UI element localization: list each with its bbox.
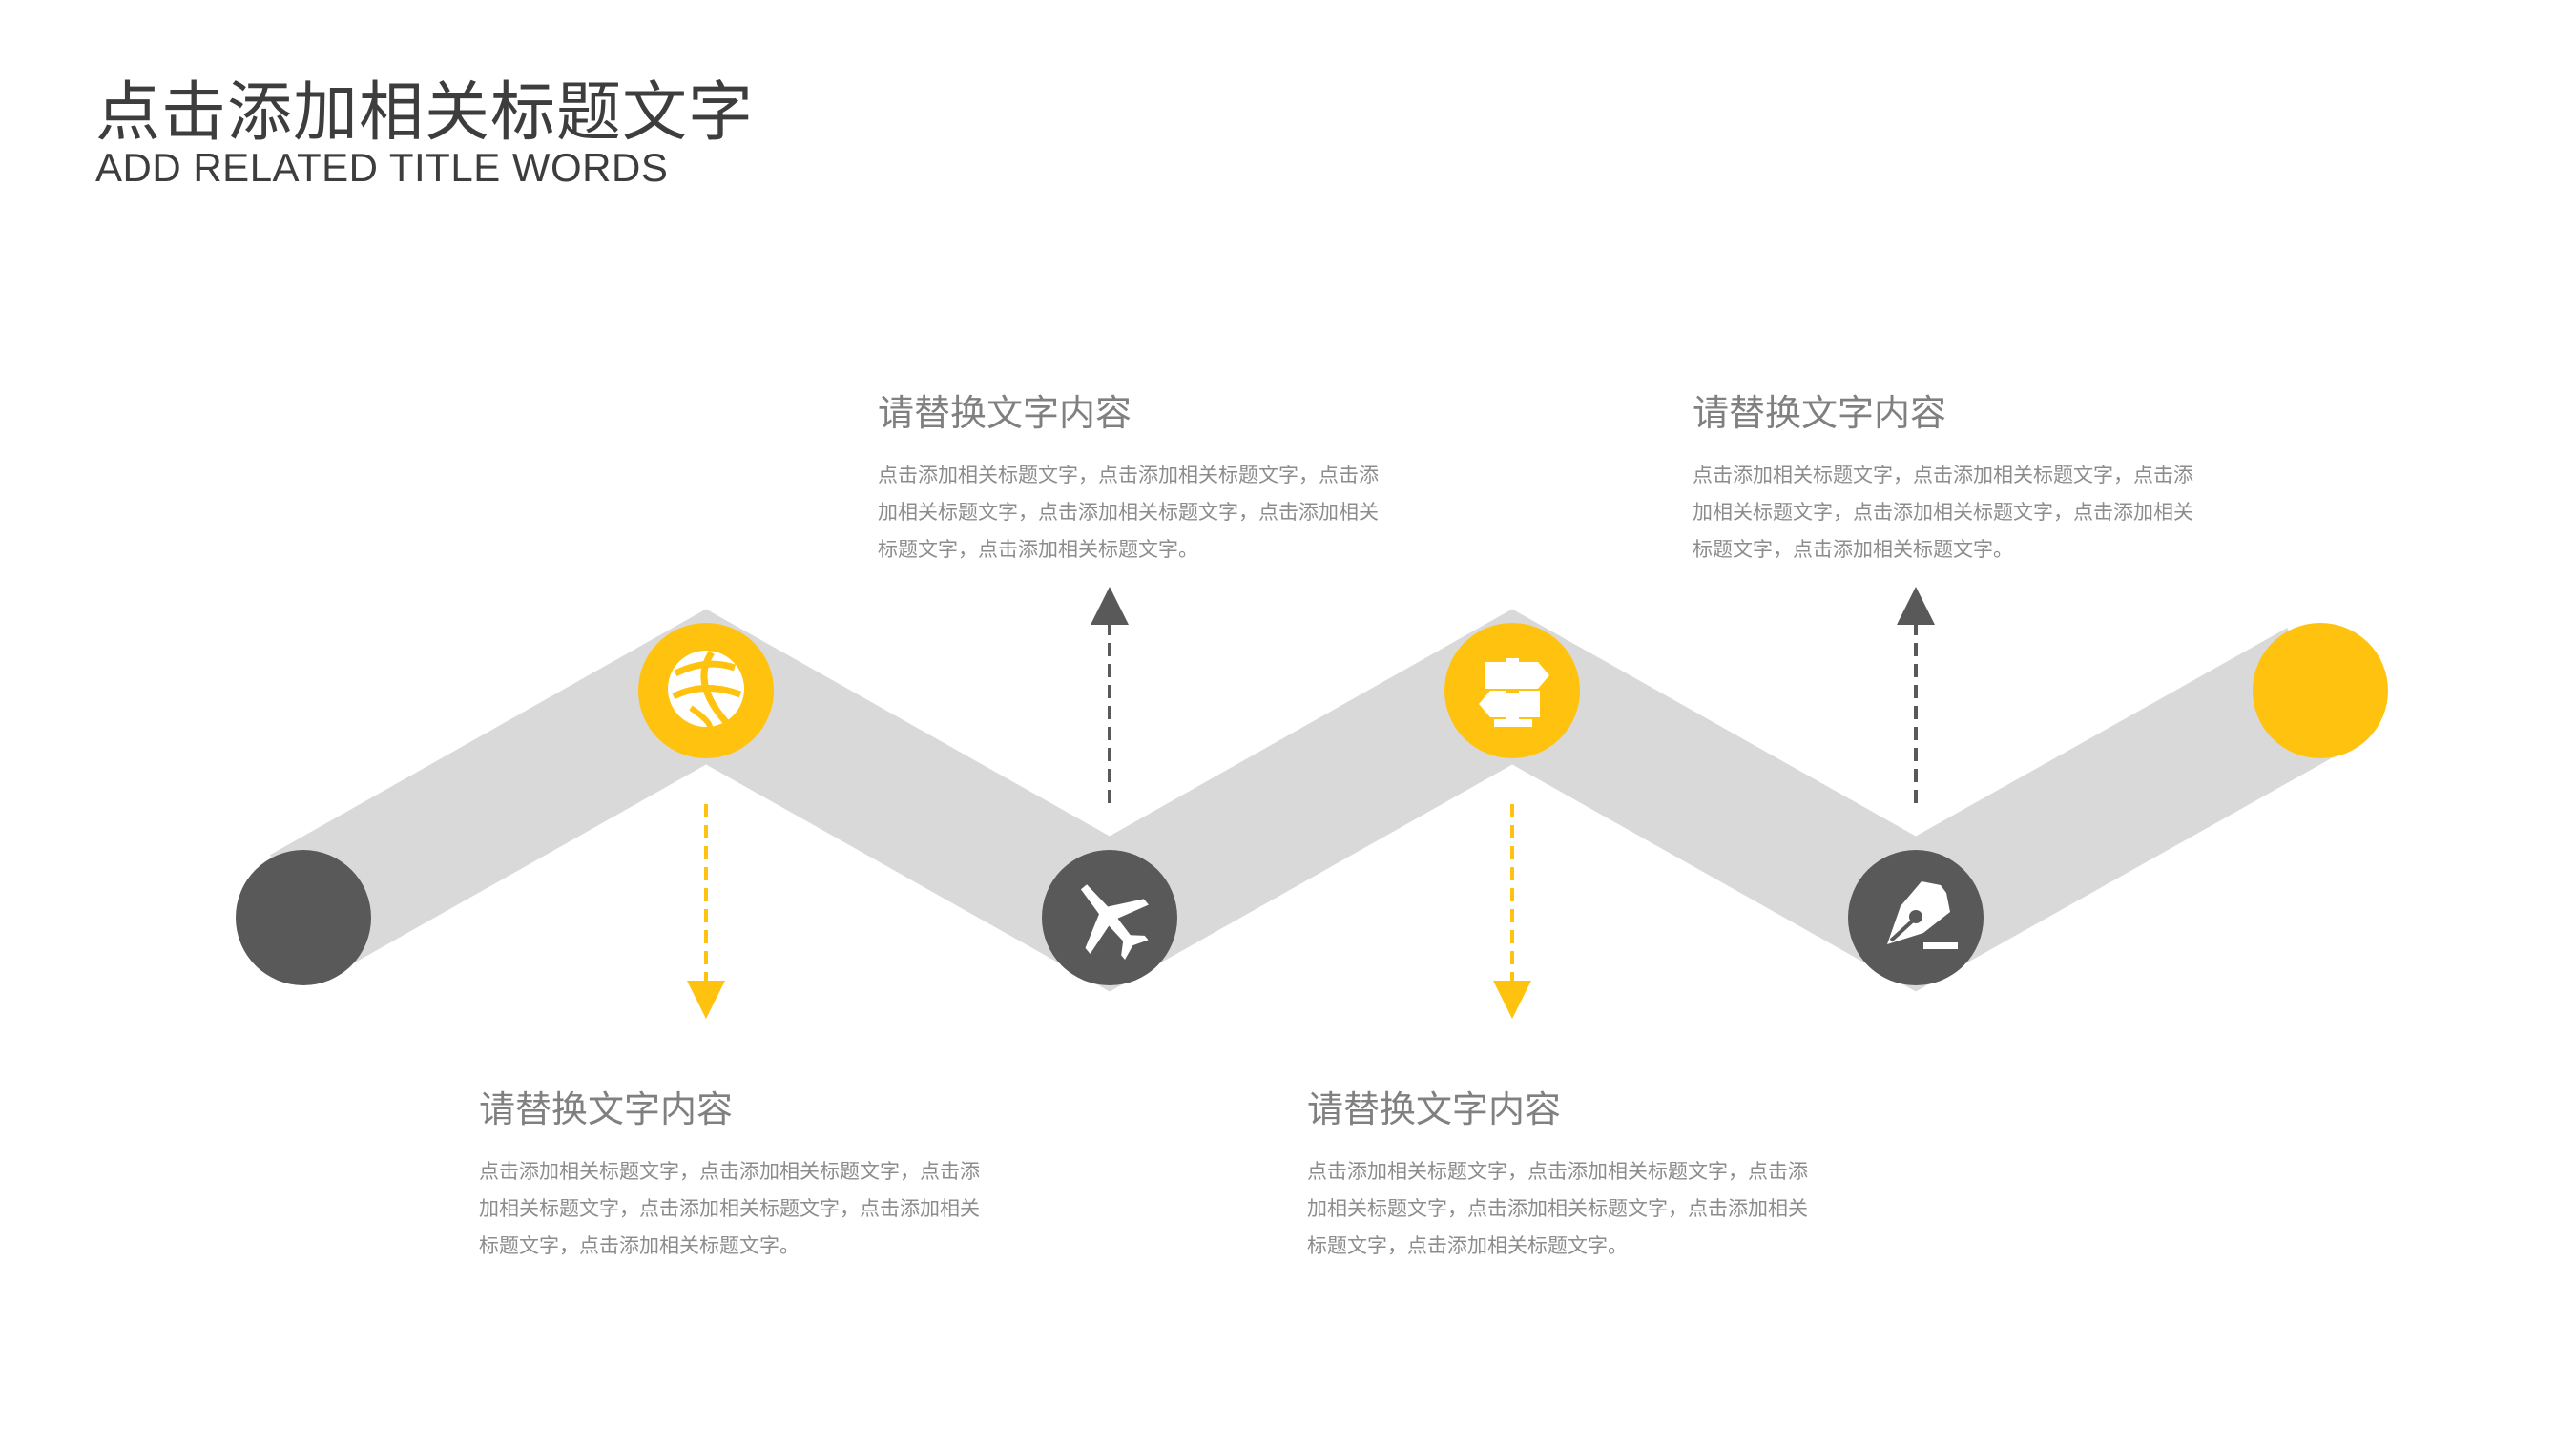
text-block-3: 请替换文字内容 点击添加相关标题文字，点击添加相关标题文字，点击添加相关标题文字…: [1307, 1080, 1822, 1265]
timeline-node-1: [638, 623, 774, 758]
block-heading: 请替换文字内容: [1307, 1088, 1562, 1130]
signpost-icon: [1479, 658, 1549, 727]
timeline-node-4: [1848, 850, 1984, 985]
page-subtitle: ADD RELATED TITLE WORDS: [95, 145, 669, 190]
track: [270, 609, 2354, 992]
page-title: 点击添加相关标题文字: [95, 75, 755, 151]
timeline-node-3: [1444, 623, 1580, 758]
block-heading: 请替换文字内容: [1693, 392, 1947, 434]
block-heading: 请替换文字内容: [479, 1088, 734, 1130]
airplane-icon: [1080, 884, 1149, 960]
timeline-node-end: [2253, 623, 2388, 758]
timeline-node-start: [236, 850, 371, 985]
block-body: 点击添加相关标题文字，点击添加相关标题文字，点击添加相关标题文字，点击添加相关标…: [1693, 464, 2193, 561]
block-heading: 请替换文字内容: [878, 392, 1132, 434]
block-body: 点击添加相关标题文字，点击添加相关标题文字，点击添加相关标题文字，点击添加相关标…: [1307, 1160, 1808, 1257]
basketball-icon: [668, 651, 744, 728]
text-block-4: 请替换文字内容 点击添加相关标题文字，点击添加相关标题文字，点击添加相关标题文字…: [1693, 383, 2208, 569]
text-block-1: 请替换文字内容 点击添加相关标题文字，点击添加相关标题文字，点击添加相关标题文字…: [479, 1080, 994, 1265]
text-block-2: 请替换文字内容 点击添加相关标题文字，点击添加相关标题文字，点击添加相关标题文字…: [878, 383, 1393, 569]
timeline-node-2: [1042, 850, 1177, 985]
block-body: 点击添加相关标题文字，点击添加相关标题文字，点击添加相关标题文字，点击添加相关标…: [479, 1160, 980, 1257]
block-body: 点击添加相关标题文字，点击添加相关标题文字，点击添加相关标题文字，点击添加相关标…: [878, 464, 1379, 561]
pen-nib-icon: [1887, 881, 1958, 949]
